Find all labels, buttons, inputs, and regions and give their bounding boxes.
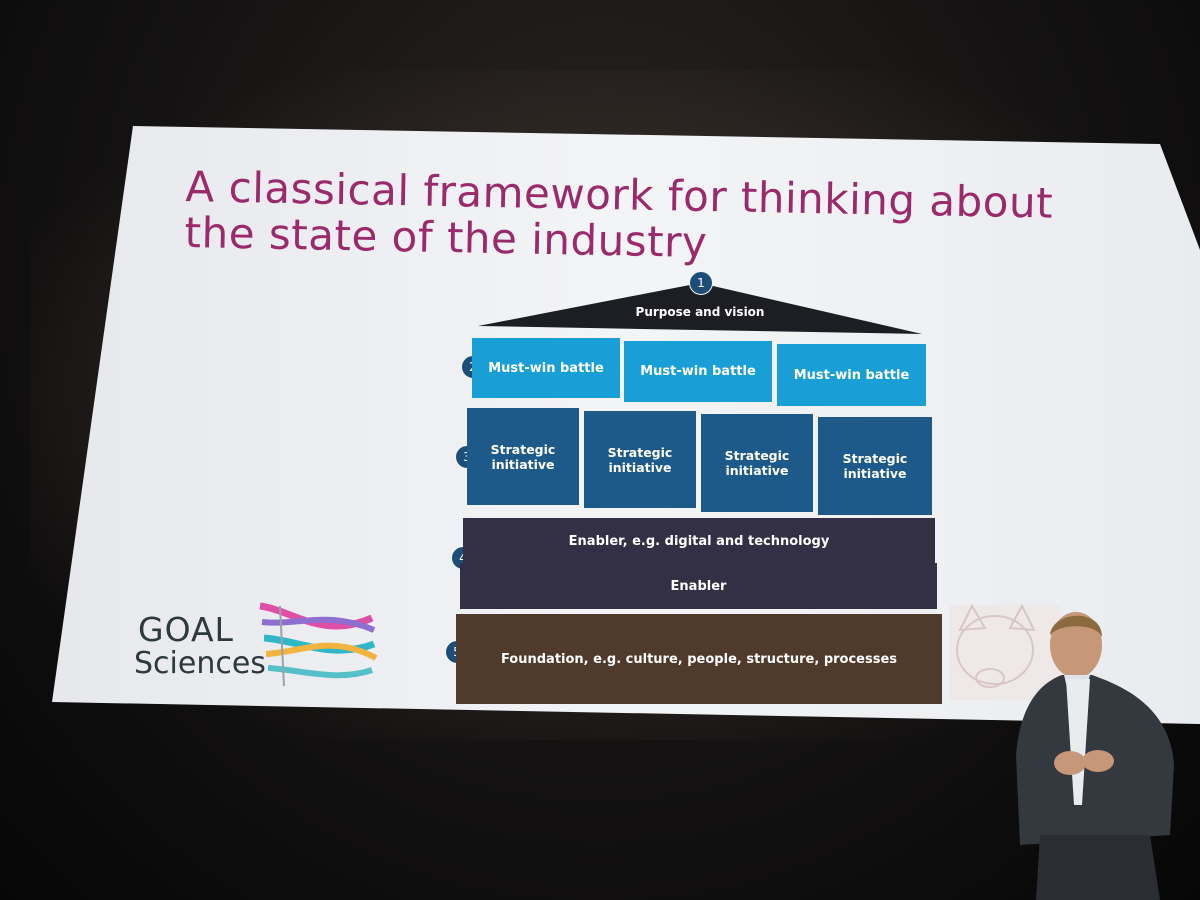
level-number-1: 1: [689, 271, 713, 295]
logo-goal-text: GOAL: [138, 610, 234, 649]
speaker-person: [1016, 612, 1174, 900]
enabler-digital-technology-bar: Enabler, e.g. digital and technology: [463, 518, 935, 564]
strategic-initiative-box: Strategic initiative: [467, 408, 579, 505]
must-win-battle-box: Must-win battle: [777, 344, 926, 406]
strategic-initiative-box: Strategic initiative: [818, 417, 932, 515]
ribbon-logo-icon: [259, 602, 378, 687]
enabler-bar: Enabler: [460, 563, 937, 609]
strategic-initiative-box: Strategic initiative: [701, 414, 813, 512]
foundation-bar: Foundation, e.g. culture, people, struct…: [456, 614, 942, 704]
roof-purpose-vision: Purpose and vision: [635, 305, 765, 319]
slide-title: A classical framework for thinking about…: [184, 162, 1086, 273]
logo-sciences-text: Sciences: [134, 646, 266, 681]
pig-illustration: [950, 603, 1060, 700]
strategic-initiative-box: Strategic initiative: [584, 411, 696, 508]
must-win-battle-box: Must-win battle: [472, 338, 620, 398]
must-win-battle-box: Must-win battle: [624, 341, 772, 402]
